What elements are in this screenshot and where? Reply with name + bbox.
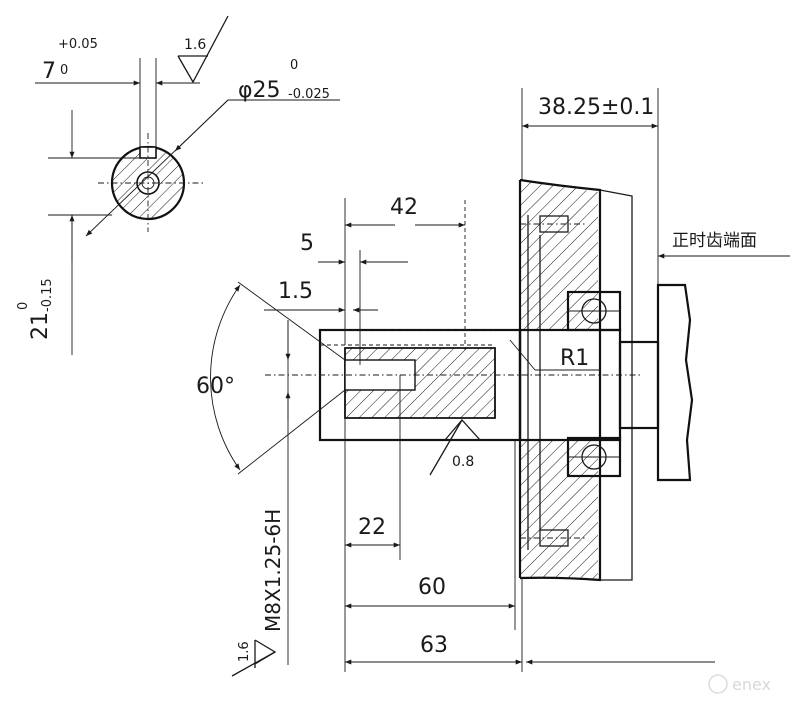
reference-face-label: 正时齿端面 xyxy=(672,231,757,251)
countersink-line-top xyxy=(237,281,346,361)
key-depth-label: 21 xyxy=(28,312,53,340)
key-depth-lower: -0.15 xyxy=(40,278,55,312)
fillet-radius-label: R1 xyxy=(560,346,589,371)
diameter-lower: -0.025 xyxy=(288,87,330,102)
keyway-roughness-symbol: 1.6 xyxy=(177,15,229,84)
watermark-logo-icon xyxy=(708,674,728,694)
thread-roughness-symbol: 1.6 xyxy=(231,639,277,677)
shaft-section-view: 7 +0.05 0 1.6 φ25 0 -0.025 21 0 -0.15 xyxy=(16,15,340,355)
pto-shaft-outline xyxy=(318,328,522,442)
countersink-angle-arc xyxy=(210,284,241,471)
shaft-roughness-symbol: 0.8 xyxy=(429,419,482,476)
crankshaft-collar xyxy=(618,340,660,430)
keyway-width-lower: 0 xyxy=(60,63,68,78)
dim-60-label: 60 xyxy=(418,575,446,600)
dim-63-label: 63 xyxy=(420,633,448,658)
diameter-leader-arrow xyxy=(174,99,229,152)
countersink-angle-label: 60° xyxy=(196,374,235,399)
dim-42-label: 42 xyxy=(390,195,418,220)
countersink-line-bottom xyxy=(237,389,346,475)
thread-roughness-label: 1.6 xyxy=(237,641,252,662)
thread-depth-label: 22 xyxy=(358,515,386,540)
dim-5-label: 5 xyxy=(300,231,314,256)
housing-right xyxy=(599,189,633,581)
shaft-side-view: R1 0.8 38.25±0.1 正时齿端面 42 5 1.5 xyxy=(196,88,790,677)
key-depth-upper: 0 xyxy=(16,302,31,310)
thread-spec-label: M8X1.25-6H xyxy=(261,509,285,632)
keyway-width-label: 7 xyxy=(42,59,56,84)
crankcase-outline xyxy=(519,178,602,582)
lower-bolt xyxy=(539,529,569,547)
keyway-roughness-label: 1.6 xyxy=(184,37,206,53)
shaft-roughness-label: 0.8 xyxy=(452,454,474,470)
watermark-text: enex xyxy=(732,675,771,694)
crankshaft-break xyxy=(656,283,694,482)
crankcase-wall-hatch xyxy=(520,180,598,580)
flange-distance-label: 38.25±0.1 xyxy=(538,95,654,120)
diameter-upper: 0 xyxy=(290,58,298,73)
keyway-width-upper: +0.05 xyxy=(58,37,98,52)
lower-bearing xyxy=(566,436,622,478)
watermark: enex xyxy=(708,674,771,694)
upper-bolt xyxy=(539,215,569,233)
r1-leader xyxy=(509,339,536,371)
dim-1-5-label: 1.5 xyxy=(278,279,313,304)
diameter-label: φ25 xyxy=(238,78,281,103)
